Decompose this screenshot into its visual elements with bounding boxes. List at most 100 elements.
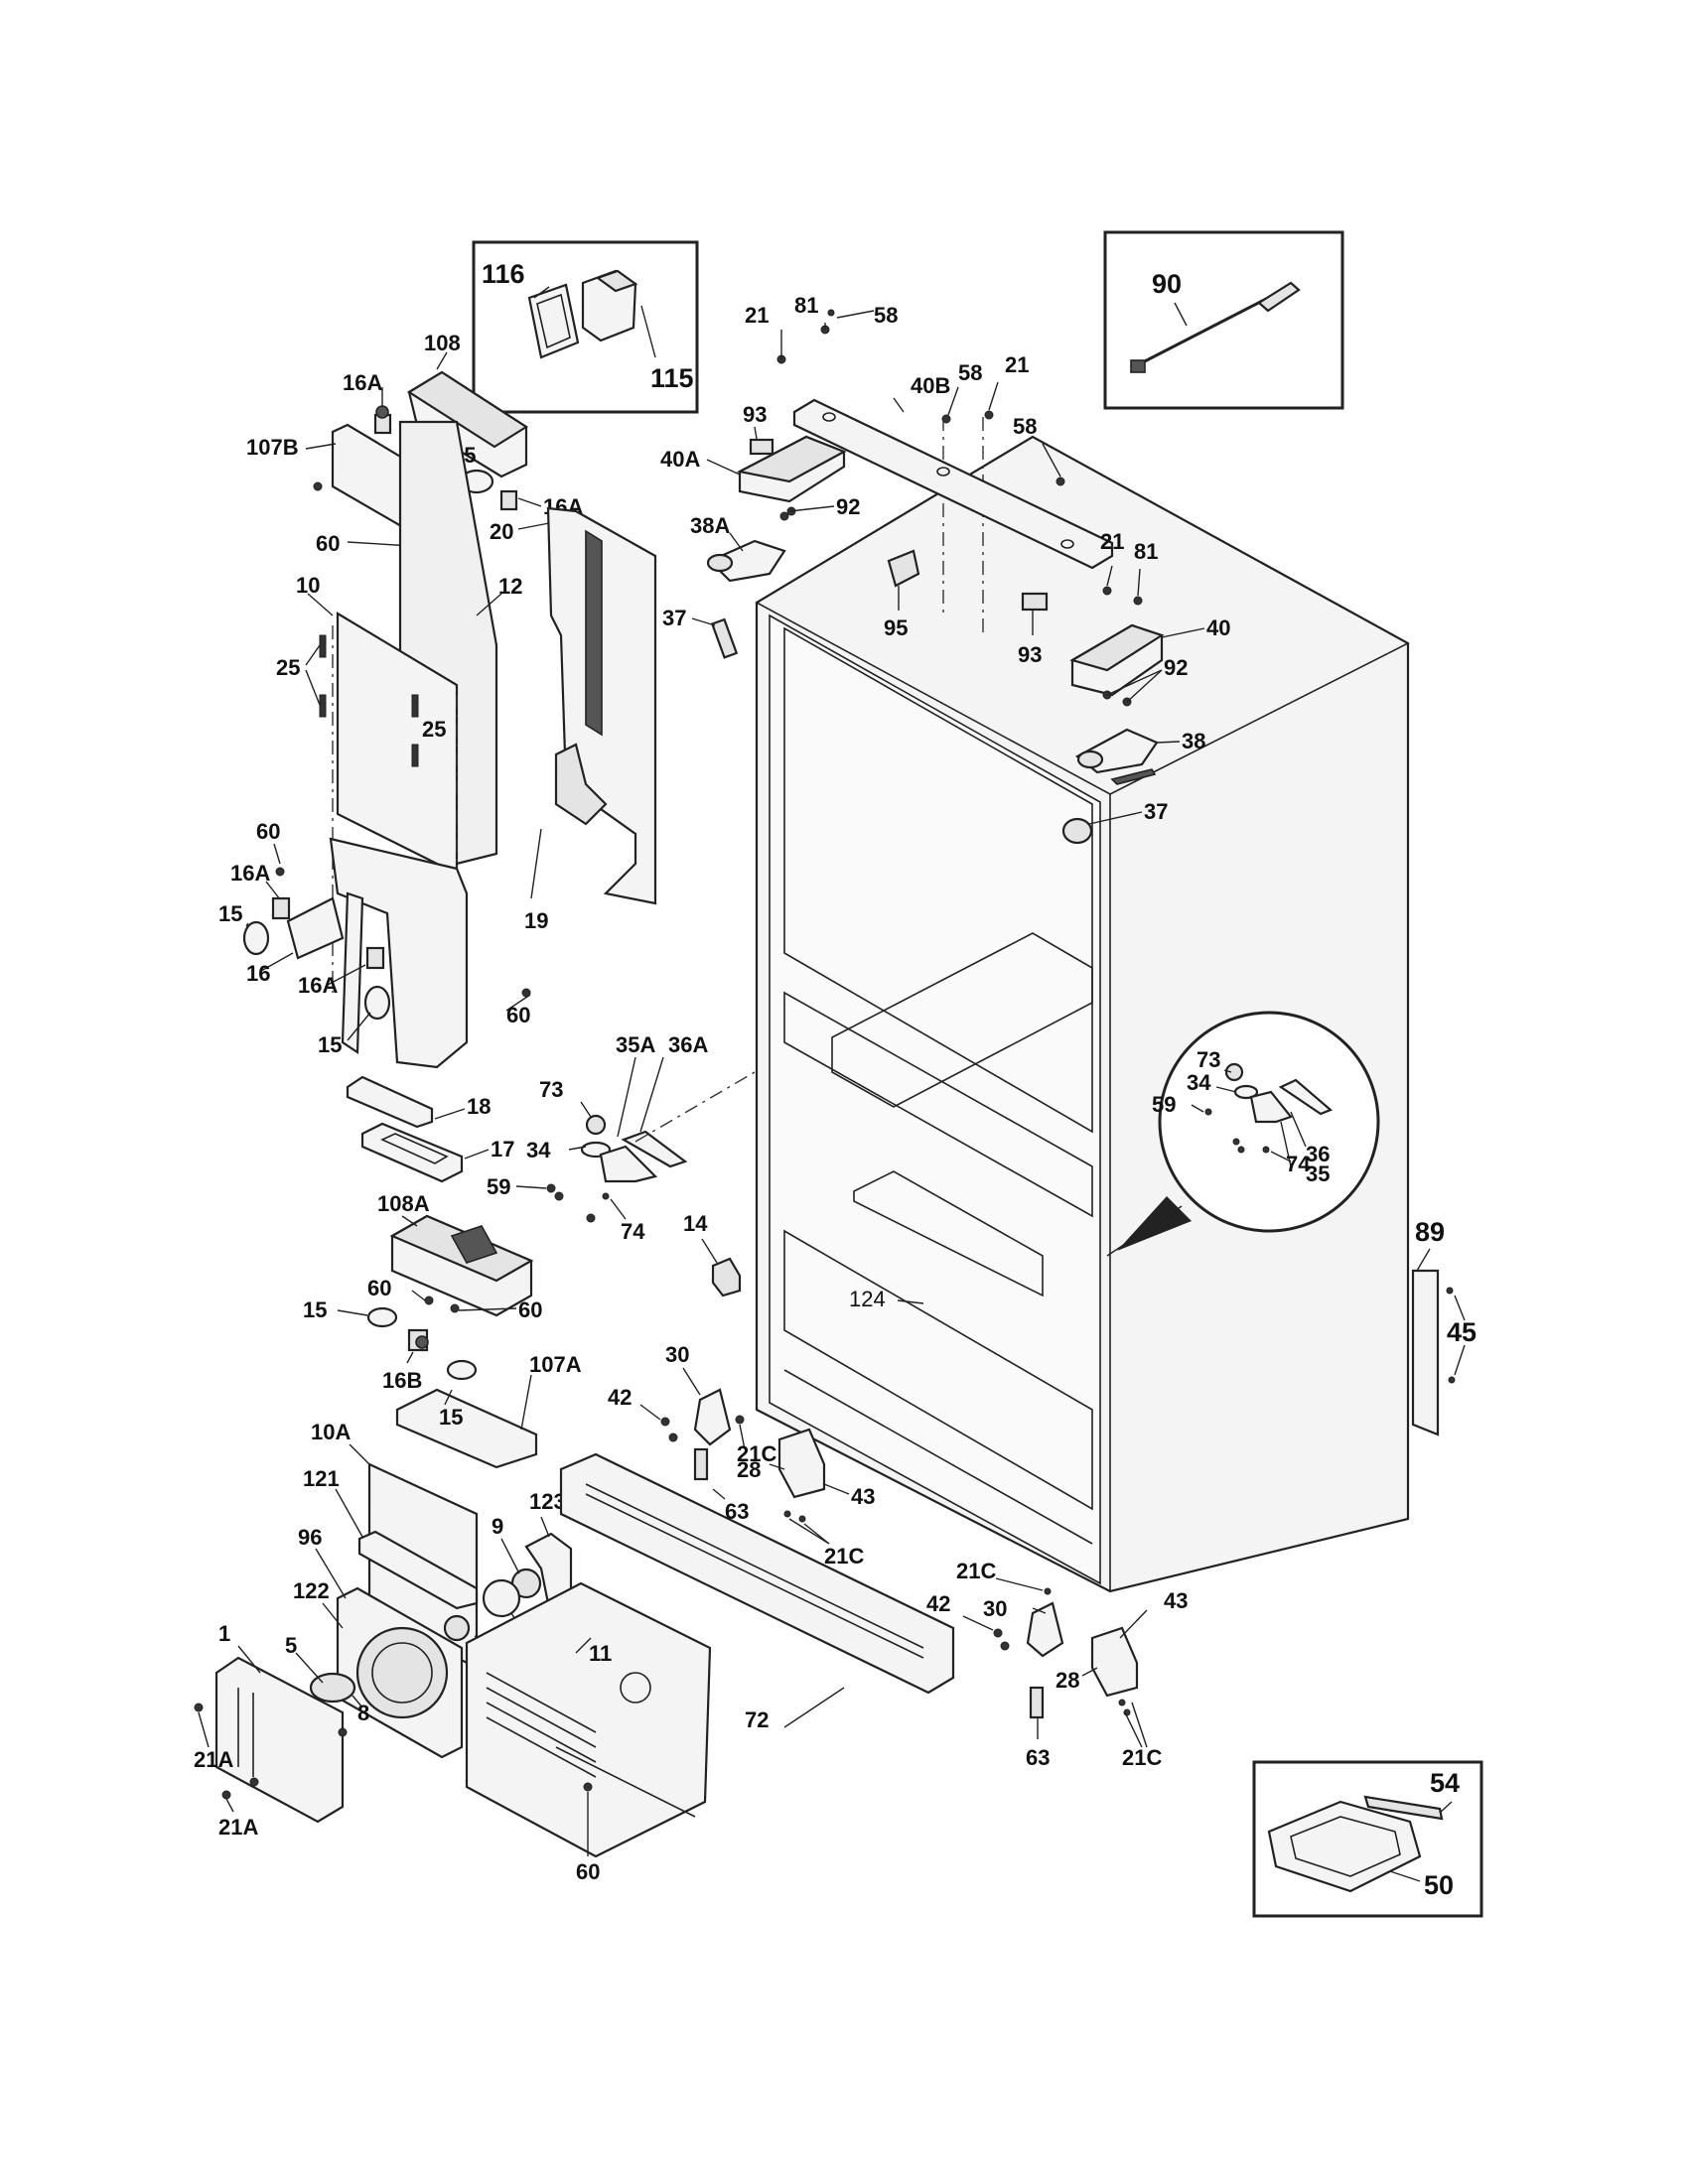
callout-28-a: 28 [737,1457,761,1482]
lamps-left: 60 16A 15 16 16A 15 60 [218,819,531,1057]
inset-box-116-115: 116 115 [472,240,699,414]
detail-magnifier: 73 34 59 36 74 35 [1106,1011,1380,1257]
lamps-lower: 60 60 15 16B 15 107A [303,1276,582,1469]
callout-42-b: 42 [926,1591,950,1616]
part-14: 14 [683,1211,742,1297]
callout-38: 38 [1182,729,1205,753]
callout-73-b: 73 [1196,1047,1220,1072]
callout-123: 123 [529,1489,566,1514]
callout-90: 90 [1152,269,1182,299]
callout-30-a: 30 [665,1342,689,1367]
callout-93a: 93 [743,402,767,427]
callout-40A: 40A [660,447,700,472]
callout-1: 1 [218,1621,230,1646]
fan-bracket-121-96-122: 121 96 122 [293,1466,479,1759]
callout-115: 115 [650,363,694,393]
hinge-left-40A-38A: 40A 38A [660,435,847,583]
callout-89: 89 [1415,1217,1445,1247]
callout-54: 54 [1430,1768,1460,1798]
callout-107B: 107B [246,435,299,460]
callout-37a: 37 [662,606,686,630]
callout-37b: 37 [1144,799,1168,824]
bottom-hinge-right: 21C 30 42 43 28 63 21C [926,1559,1188,1770]
callout-124: 124 [849,1287,886,1311]
callout-25-a: 25 [276,655,300,680]
panels-10-12: 10 12 25 25 [276,420,522,1013]
callout-108: 108 [424,331,461,355]
callout-81b: 81 [1134,539,1158,564]
callout-43-b: 43 [1164,1588,1188,1613]
callout-14: 14 [683,1211,708,1236]
housing-lower-left: 19 [329,743,608,1069]
callout-16B: 16B [382,1368,422,1393]
callout-92b: 92 [1164,655,1188,680]
callout-36: 36 [1306,1142,1330,1166]
top-hinge-bar-40B: 40B [792,373,1114,570]
panel-20: 20 [490,506,657,905]
callout-16A-c: 16A [230,861,270,886]
grille-panel-11: 11 [465,1581,712,1858]
cabinet-assembly: 124 [755,417,1410,1593]
dispenser-housing-108: 108 [406,331,529,478]
callout-58b: 58 [958,360,982,385]
callout-15-c: 15 [318,1032,342,1057]
housing-108A: 108A [377,1191,534,1317]
callout-107A: 107A [529,1352,582,1377]
callout-21C-a: 21C [737,1441,776,1466]
callout-21A-b: 21A [218,1815,258,1840]
callout-21C-c: 21C [956,1559,996,1583]
callout-93b: 93 [1018,642,1042,667]
callout-60-c: 60 [506,1003,530,1027]
screw-60-bottom: 60 [576,1782,600,1884]
callout-81a: 81 [794,293,818,318]
callout-63-a: 63 [725,1499,749,1524]
callout-58c: 58 [1013,414,1037,439]
callout-11: 11 [589,1641,612,1666]
callout-36A: 36A [668,1032,708,1057]
callout-25-b: 25 [422,717,446,742]
callout-5: 5 [285,1633,297,1658]
callout-21c-top: 21 [1100,529,1124,554]
callout-8: 8 [357,1701,369,1725]
callout-59-b: 59 [1152,1092,1176,1117]
callout-21C-b: 21C [824,1544,864,1569]
callout-96: 96 [298,1525,322,1550]
callout-28-b: 28 [1055,1668,1079,1693]
inset-box-54-50: 54 50 [1252,1760,1483,1918]
callout-18: 18 [467,1094,491,1119]
trays-17-18: 18 17 [346,1075,514,1183]
kickplate-72: 72 [559,1452,955,1732]
callout-16A-a: 16A [343,370,382,395]
callout-60-f: 60 [576,1859,600,1884]
center-hinge-35A-36A: 73 34 35A 36A 59 74 [487,1032,756,1244]
callout-40: 40 [1206,615,1230,640]
callout-72: 72 [745,1707,769,1732]
callout-12: 12 [498,574,522,599]
callout-59-a: 59 [487,1174,510,1199]
callout-21C-d: 21C [1122,1745,1162,1770]
callout-74-a: 74 [621,1219,645,1244]
callout-45: 45 [1447,1317,1477,1347]
callout-16A-d: 16A [298,973,338,998]
callout-60-d: 60 [367,1276,391,1300]
callout-92a: 92 [836,494,860,519]
callout-21A-a: 21A [194,1747,233,1772]
callout-63-b: 63 [1026,1745,1050,1770]
callout-58a: 58 [874,303,898,328]
callout-35A: 35A [616,1032,655,1057]
callout-9-a: 9 [492,1514,503,1539]
callout-122: 122 [293,1578,330,1603]
callout-35: 35 [1306,1161,1330,1186]
callout-74-b: 74 [1286,1152,1311,1176]
callout-10: 10 [296,573,320,598]
small-parts-top: 93 93 95 37 37 [662,402,1168,845]
inset-box-90: 90 [1103,230,1344,410]
callout-17: 17 [491,1137,514,1161]
callout-116: 116 [482,259,525,289]
callout-19: 19 [524,908,548,933]
bottom-hinge-left: 30 42 21C 28 63 43 21C [608,1342,875,1569]
fan-cover-1-5-8: 1 5 8 21A 21A [194,1621,369,1840]
callout-21b: 21 [1005,352,1029,377]
callout-20: 20 [490,519,513,544]
